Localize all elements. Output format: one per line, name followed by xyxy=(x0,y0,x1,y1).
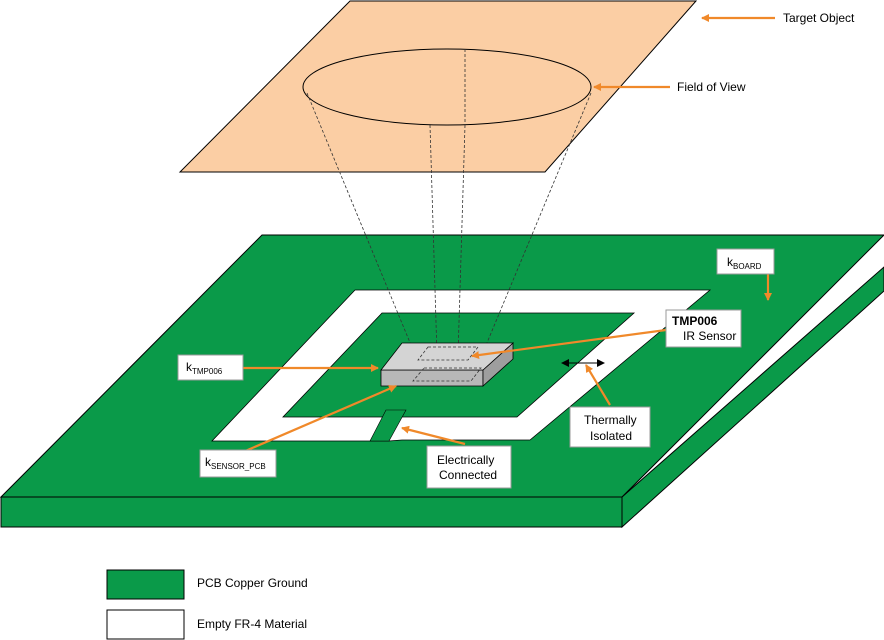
legend: PCB Copper Ground Empty FR-4 Material xyxy=(106,569,308,640)
label-thermally-isolated: Thermally Isolated xyxy=(569,406,651,448)
chip-underside-outline xyxy=(412,367,482,382)
chip-sensor-window xyxy=(417,346,479,361)
tmp006-chip xyxy=(380,342,515,387)
label-k-tmp006-text: kTMP006 xyxy=(186,360,223,376)
label-thermally-box xyxy=(569,406,651,448)
target-object-plane xyxy=(178,0,698,173)
label-k-sensor-pcb: kSENSOR_PCB xyxy=(199,449,277,478)
label-tmp006-subtitle: IR Sensor xyxy=(683,329,736,343)
fov-cone-line-4 xyxy=(457,124,466,356)
label-k-board-text: kBOARD xyxy=(727,255,762,271)
arrow-electrically-connected xyxy=(401,425,466,446)
chip-front-face xyxy=(380,369,484,387)
label-tmp006-title: TMP006 xyxy=(672,314,718,328)
field-of-view-ellipse xyxy=(302,48,592,126)
arrow-k-sensor-pcb xyxy=(242,384,397,454)
pcb-front-face xyxy=(0,496,623,528)
copper-bridge xyxy=(369,409,407,442)
label-k-board-box xyxy=(716,248,775,275)
fov-cone-line-3 xyxy=(429,124,438,356)
chip-top-face xyxy=(380,342,515,371)
label-target-object: Target Object xyxy=(783,11,855,25)
label-thermally-line2: Isolated xyxy=(590,429,632,443)
label-tmp006: TMP006 IR Sensor xyxy=(665,309,742,348)
arrow-tmp006 xyxy=(471,328,667,360)
fov-cone-line-1 xyxy=(306,92,419,363)
legend-label-fr4: Empty FR-4 Material xyxy=(197,617,307,631)
legend-label-copper: PCB Copper Ground xyxy=(197,576,308,590)
fov-cone-line-2 xyxy=(478,92,592,363)
label-k-sensor-pcb-box xyxy=(199,449,277,478)
label-k-tmp006: kTMP006 xyxy=(177,354,244,381)
label-electrically-box xyxy=(426,445,512,489)
label-tmp006-box xyxy=(665,309,742,348)
label-field-of-view: Field of View xyxy=(677,80,746,94)
label-electrically-line1: Electrically xyxy=(437,453,494,467)
arrow-thermally-isolated xyxy=(585,364,611,406)
label-k-board: kBOARD xyxy=(716,248,775,275)
label-thermally-line1: Thermally xyxy=(584,413,637,427)
label-k-sensor-pcb-text: kSENSOR_PCB xyxy=(205,455,266,471)
legend-swatch-fr4 xyxy=(106,609,185,640)
label-k-tmp006-box xyxy=(177,354,244,381)
legend-swatch-copper xyxy=(106,569,185,600)
fov-cone xyxy=(306,92,592,363)
target-surface xyxy=(178,0,698,173)
callout-arrows xyxy=(242,14,775,454)
label-electrically-line2: Connected xyxy=(439,468,497,482)
label-electrically-connected: Electrically Connected xyxy=(426,445,512,489)
